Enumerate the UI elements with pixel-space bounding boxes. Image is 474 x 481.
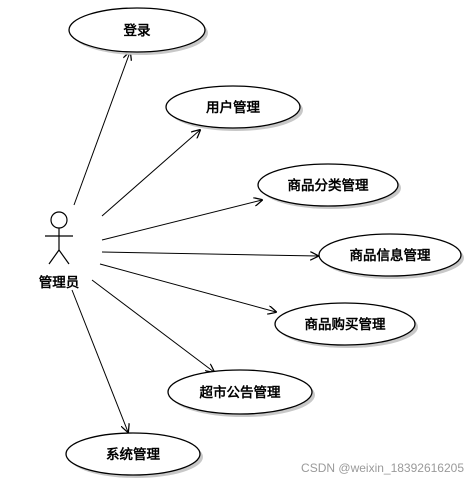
association-product-purchase-management (99, 263, 276, 312)
use-case-label: 商品购买管理 (305, 316, 386, 333)
use-case-product-info-management: 商品信息管理 (318, 233, 464, 279)
association-system-management (71, 289, 128, 432)
associations (71, 52, 318, 432)
use-case-ellipse (274, 302, 416, 346)
actor: 管理员 (39, 211, 80, 291)
association-product-category-management (101, 200, 262, 241)
use-case-supermarket-notice-management: 超市公告管理 (167, 369, 315, 417)
actor-label: 管理员 (39, 274, 80, 291)
actor-right-leg (58, 249, 70, 265)
use-case-label: 用户管理 (206, 99, 260, 116)
use-case-label: 系统管理 (106, 446, 160, 463)
use-case-product-purchase-management: 商品购买管理 (274, 302, 418, 348)
use-case-user-management: 用户管理 (165, 85, 303, 131)
association-login (73, 52, 130, 206)
association-supermarket-notice-management (91, 279, 214, 372)
actor-head (50, 211, 68, 229)
use-case-ellipse (165, 85, 301, 129)
use-case-product-category-management: 商品分类管理 (257, 163, 401, 209)
use-case-ellipse (318, 233, 462, 277)
use-case-ellipse (257, 163, 399, 207)
use-case-system-management: 系统管理 (65, 432, 203, 478)
use-case-ellipse (68, 7, 206, 53)
use-case-label: 商品信息管理 (350, 247, 431, 264)
use-case-ellipse (167, 369, 313, 415)
association-user-management (101, 130, 200, 217)
use-case-ellipse (65, 432, 201, 476)
use-case-label: 超市公告管理 (199, 384, 281, 401)
watermark: CSDN @weixin_18392616205 (301, 461, 464, 475)
use-case-label: 登录 (123, 22, 151, 39)
use-case-label: 商品分类管理 (288, 177, 369, 194)
actor-left-leg (48, 249, 60, 265)
use-case-login: 登录 (68, 7, 208, 55)
association-product-info-management (101, 252, 318, 256)
